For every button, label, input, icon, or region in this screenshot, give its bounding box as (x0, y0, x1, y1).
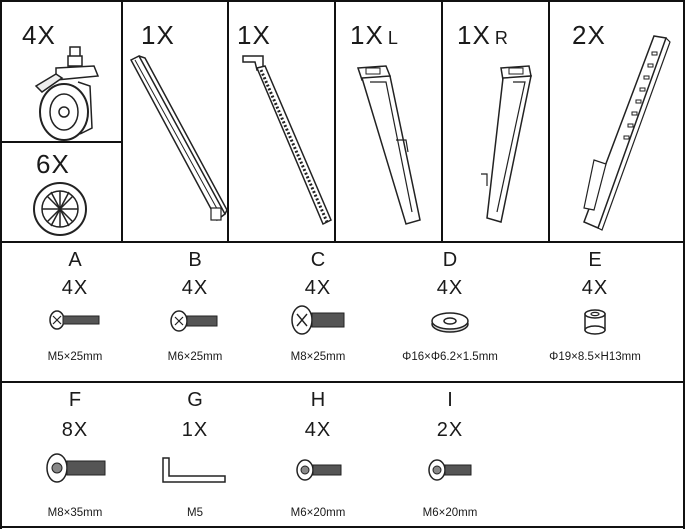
caster-cap-divider (0, 141, 122, 143)
hardware-qty: 4X (304, 419, 332, 441)
socket-bolt-m8-icon (46, 453, 106, 483)
mounting-rail-icon (583, 35, 671, 231)
hardware-letter: A (68, 249, 82, 271)
hardware-a: A 4X M5×25mm (25, 248, 125, 378)
hardware-letter: E (588, 249, 602, 271)
hardware-letter: H (310, 389, 326, 411)
hardware-qty: 4X (61, 277, 89, 299)
socket-bolt-m6-icon (296, 459, 342, 481)
hardware-letter: G (187, 389, 203, 411)
hardware-qty: 4X (581, 277, 609, 299)
bolt-m6-icon (170, 310, 218, 332)
hardware-spec: M5×25mm (47, 351, 103, 363)
part-qty: 1X (141, 20, 175, 50)
hardware-i: I 2X M6×20mm (400, 388, 500, 524)
part-upright-1: 1X (123, 2, 228, 241)
hardware-e: E 4X Φ19×8.5×H13mm (545, 248, 645, 378)
part-cap: 6X (2, 143, 121, 241)
hardware-spec: M6×20mm (290, 507, 346, 519)
hardware-letter: D (442, 249, 458, 271)
upright-tube-bracket-icon (242, 55, 332, 226)
hardware-g: G 1X M5 (145, 388, 245, 524)
hardware-spec: Φ19×8.5×H13mm (549, 351, 641, 363)
upright-tube-icon (129, 55, 228, 222)
row-divider-1 (0, 241, 685, 243)
hardware-spec: M5 (187, 507, 203, 519)
hardware-letter: B (188, 249, 202, 271)
spacer-icon (584, 309, 606, 335)
hardware-qty: 4X (181, 277, 209, 299)
hardware-letter: C (310, 249, 326, 271)
col-divider-2 (227, 0, 229, 242)
hardware-c: C 4X M8×25mm (268, 248, 368, 378)
socket-bolt-m6-short-icon (428, 459, 472, 481)
part-qty: 6X (36, 149, 70, 179)
hardware-b: B 4X M6×25mm (145, 248, 245, 378)
bolt-m5-icon (49, 310, 100, 330)
hardware-spec: M8×25mm (290, 351, 346, 363)
hardware-qty: 4X (304, 277, 332, 299)
col-divider-1 (121, 0, 123, 242)
part-qty: 4X (22, 20, 56, 50)
col-divider-5 (548, 0, 550, 242)
base-leg-right-icon (481, 65, 532, 223)
hardware-spec: Φ16×Φ6.2×1.5mm (402, 351, 498, 363)
hardware-qty: 2X (436, 419, 464, 441)
bolt-m8-icon (291, 305, 345, 335)
hardware-h: H 4X M6×20mm (268, 388, 368, 524)
part-qty: 1X (237, 20, 271, 50)
hardware-d: D 4X Φ16×Φ6.2×1.5mm (400, 248, 500, 378)
washer-icon (431, 312, 469, 333)
frame-bottom (0, 526, 685, 528)
hardware-spec: M6×25mm (167, 351, 223, 363)
hardware-qty: 1X (181, 419, 209, 441)
frame-right (683, 0, 685, 529)
frame-top (0, 0, 685, 2)
hardware-spec: M8×35mm (47, 507, 103, 519)
part-qty: 2X (572, 20, 606, 50)
hardware-letter: F (68, 389, 82, 411)
cable-cap-icon (33, 182, 87, 236)
hardware-letter: I (447, 389, 453, 411)
frame-left (0, 0, 2, 529)
allen-key-icon (162, 457, 226, 483)
hardware-spec: M6×20mm (422, 507, 478, 519)
row-divider-2 (0, 381, 685, 383)
hardware-qty: 8X (61, 419, 89, 441)
part-upright-2: 1X (229, 2, 334, 241)
hardware-f: F 8X M8×35mm (25, 388, 125, 524)
base-leg-left-icon (356, 65, 421, 225)
part-mount-rail: 2X (550, 2, 683, 241)
col-divider-3 (334, 0, 336, 242)
hardware-qty: 4X (436, 277, 464, 299)
col-divider-4 (441, 0, 443, 242)
caster-wheel-icon (34, 46, 100, 141)
part-caster: 4X (2, 2, 121, 141)
